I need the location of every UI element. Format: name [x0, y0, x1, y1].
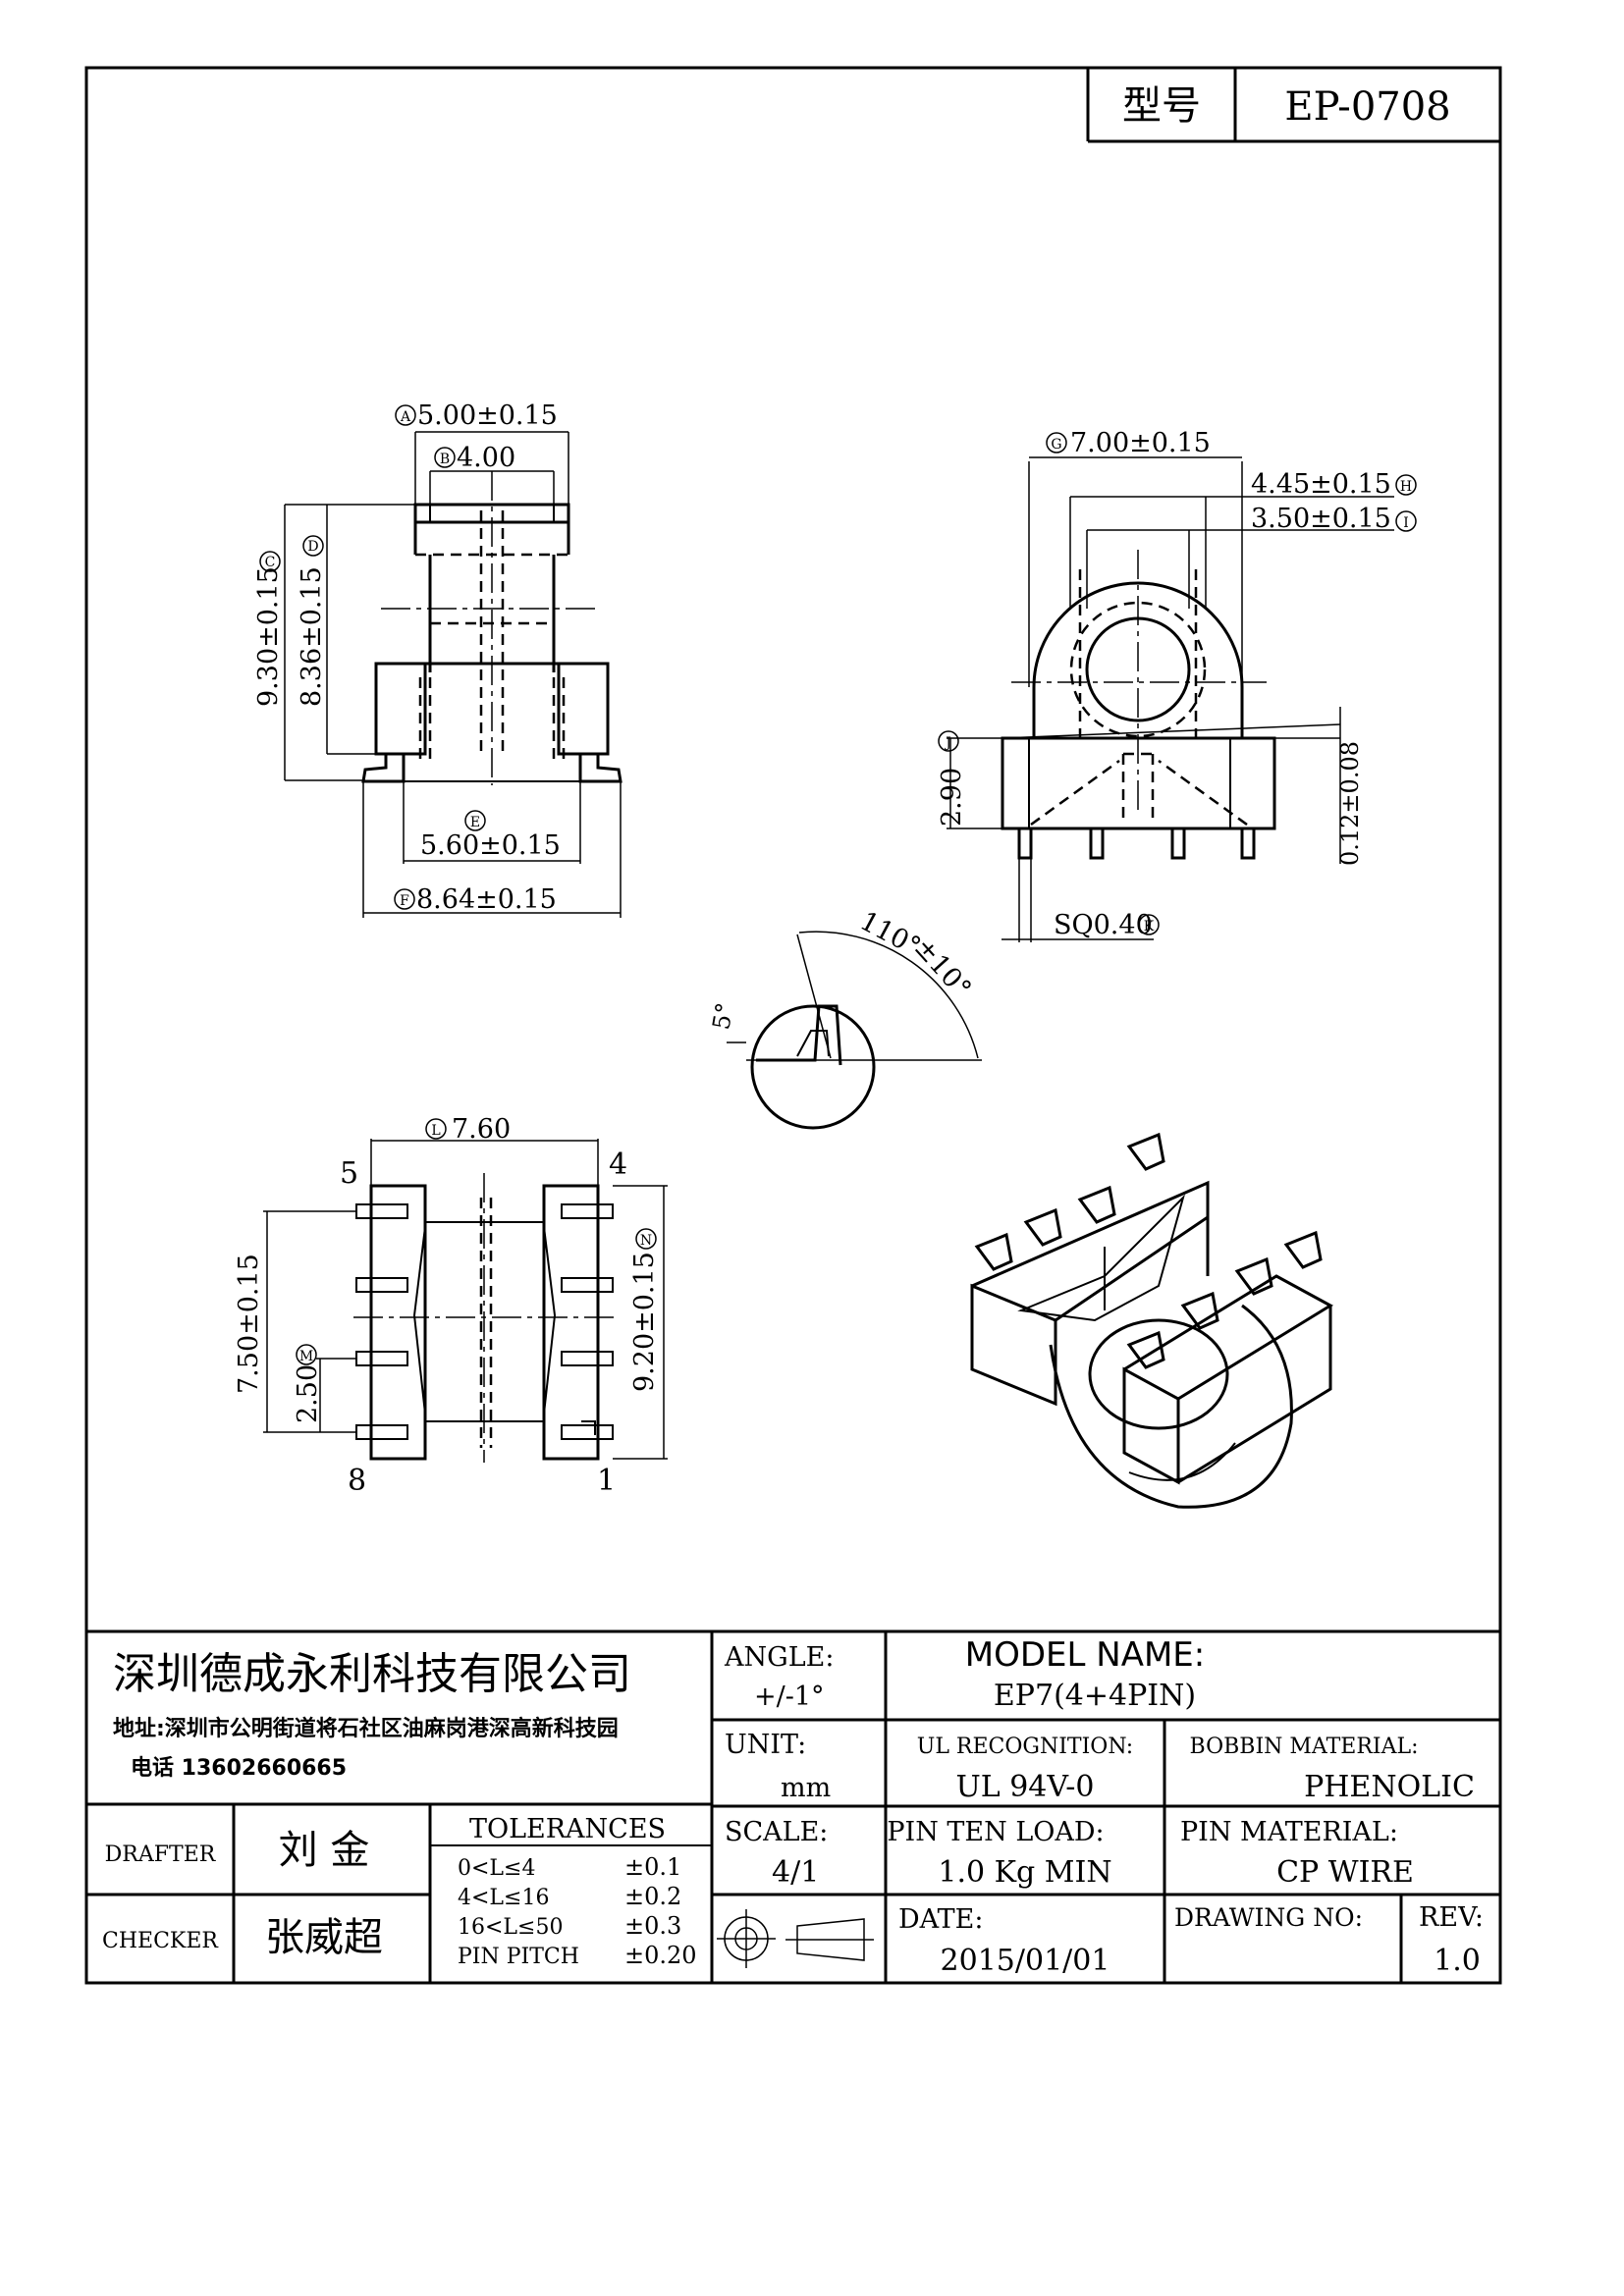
- dim-H-value: 4.45±0.15: [1251, 469, 1391, 500]
- model-value: EP-0708: [1284, 84, 1450, 130]
- pin-1: 1: [597, 1464, 616, 1498]
- rev-value: 1.0: [1434, 1944, 1481, 1978]
- company-name: 深圳德成永利科技有限公司: [113, 1649, 631, 1699]
- company-phone: 电话 13602660665: [131, 1756, 347, 1781]
- model-label: 型号: [1122, 83, 1201, 129]
- label-G: G: [1051, 437, 1061, 453]
- side-view: G 7.00±0.15 4.45±0.15 H 3.50±0.15 I J 2.…: [937, 428, 1417, 942]
- rev-label: REV:: [1419, 1902, 1484, 1933]
- pin-8: 8: [348, 1464, 366, 1498]
- small-angle: 5°: [707, 1000, 738, 1032]
- pin-material-value: CP WIRE: [1276, 1855, 1414, 1890]
- date-label: DATE:: [898, 1904, 983, 1935]
- dim-B-value: 4.00: [457, 443, 515, 473]
- drafter-label: DRAFTER: [105, 1842, 217, 1867]
- dim-G-value: 7.00±0.15: [1070, 428, 1211, 458]
- tolerances-label: TOLERANCES: [469, 1814, 666, 1844]
- dim-M-value: 2.50: [293, 1364, 323, 1423]
- company-address: 地址:深圳市公明街道将石社区油麻岗港深高新科技园: [113, 1716, 619, 1741]
- tolerance-value-4: ±0.20: [624, 1942, 697, 1969]
- dim-K-value: SQ0.40: [1054, 910, 1153, 940]
- unit-label: UNIT:: [725, 1730, 806, 1760]
- dim-A-value: 5.00±0.15: [417, 400, 558, 431]
- dim-N-value: 9.20±0.15: [629, 1252, 660, 1392]
- model-name-label: MODEL NAME:: [965, 1635, 1205, 1675]
- tolerance-range-2: 4<L≤16: [458, 1886, 549, 1910]
- label-C: C: [265, 555, 276, 570]
- dim-pin-value: 0.12±0.08: [1336, 741, 1364, 866]
- drafter-name: 刘 金: [279, 1828, 370, 1873]
- front-view: A 5.00±0.15 B 4.00 9.30±0.15 C 8.36±0.15…: [253, 400, 623, 918]
- pin-load-label: PIN TEN LOAD:: [887, 1817, 1104, 1847]
- dim-D-value: 8.36±0.15: [297, 566, 327, 707]
- tolerance-range-4: PIN PITCH: [458, 1945, 579, 1969]
- pin-material-label: PIN MATERIAL:: [1180, 1817, 1398, 1847]
- scale-value: 4/1: [772, 1855, 819, 1890]
- bobbin-value: PHENOLIC: [1304, 1770, 1475, 1804]
- label-B: B: [440, 452, 450, 467]
- label-E: E: [470, 815, 480, 830]
- drawing-no-label: DRAWING NO:: [1174, 1903, 1363, 1932]
- isometric-view: [970, 1132, 1333, 1509]
- drawing-border: [84, 66, 1502, 1985]
- scale-label: SCALE:: [725, 1817, 828, 1847]
- label-F: F: [400, 893, 409, 909]
- ul-value: UL 94V-0: [955, 1770, 1094, 1804]
- checker-name: 张威超: [265, 1915, 383, 1960]
- tolerance-value-1: ±0.1: [624, 1853, 681, 1881]
- projection-symbol: [717, 1909, 874, 1968]
- angle-value: +/-1°: [754, 1682, 825, 1712]
- pin-5: 5: [340, 1156, 358, 1191]
- dim-J-value: 2.90: [937, 768, 967, 827]
- angle-tolerance: ±10°: [908, 933, 977, 1004]
- tolerance-range-1: 0<L≤4: [458, 1856, 535, 1881]
- label-D: D: [307, 539, 318, 555]
- tolerance-range-3: 16<L≤50: [458, 1915, 563, 1940]
- label-N: N: [640, 1233, 652, 1249]
- label-L: L: [431, 1123, 440, 1139]
- label-J: J: [944, 735, 951, 751]
- dim-C-value: 9.30±0.15: [253, 566, 284, 707]
- date-value: 2015/01/01: [941, 1944, 1110, 1978]
- title-block: 深圳德成永利科技有限公司 地址:深圳市公明街道将石社区油麻岗港深高新科技园 电话…: [86, 1629, 1500, 1983]
- label-A: A: [400, 409, 411, 425]
- dim-L-value: 7.60: [452, 1114, 511, 1145]
- ul-label: UL RECOGNITION:: [917, 1735, 1133, 1759]
- angle-detail: 110° ±10° 5°: [707, 906, 982, 1130]
- label-K: K: [1144, 919, 1155, 934]
- bobbin-label: BOBBIN MATERIAL:: [1190, 1735, 1419, 1759]
- dim-pitch-value: 7.50±0.15: [234, 1254, 264, 1394]
- pin-load-value: 1.0 Kg MIN: [938, 1855, 1111, 1890]
- dim-F-value: 8.64±0.15: [416, 884, 557, 915]
- model-name-value: EP7(4+4PIN): [994, 1679, 1196, 1713]
- unit-value: mm: [781, 1773, 831, 1803]
- dim-E-value: 5.60±0.15: [420, 830, 561, 861]
- dim-I-value: 3.50±0.15: [1251, 504, 1391, 534]
- checker-label: CHECKER: [102, 1929, 219, 1953]
- label-H: H: [1400, 479, 1412, 495]
- model-box: 型号 EP-0708: [1086, 68, 1500, 143]
- label-I: I: [1403, 515, 1409, 531]
- bottom-view: L 7.60 5 4 8 1 7.50±0.15 2.50 M 9.20±0.1…: [234, 1114, 668, 1498]
- tolerance-value-3: ±0.3: [624, 1912, 681, 1940]
- angle-label: ANGLE:: [724, 1642, 834, 1673]
- tolerance-value-2: ±0.2: [624, 1883, 681, 1910]
- label-M: M: [299, 1349, 313, 1364]
- pin-4: 4: [609, 1148, 627, 1182]
